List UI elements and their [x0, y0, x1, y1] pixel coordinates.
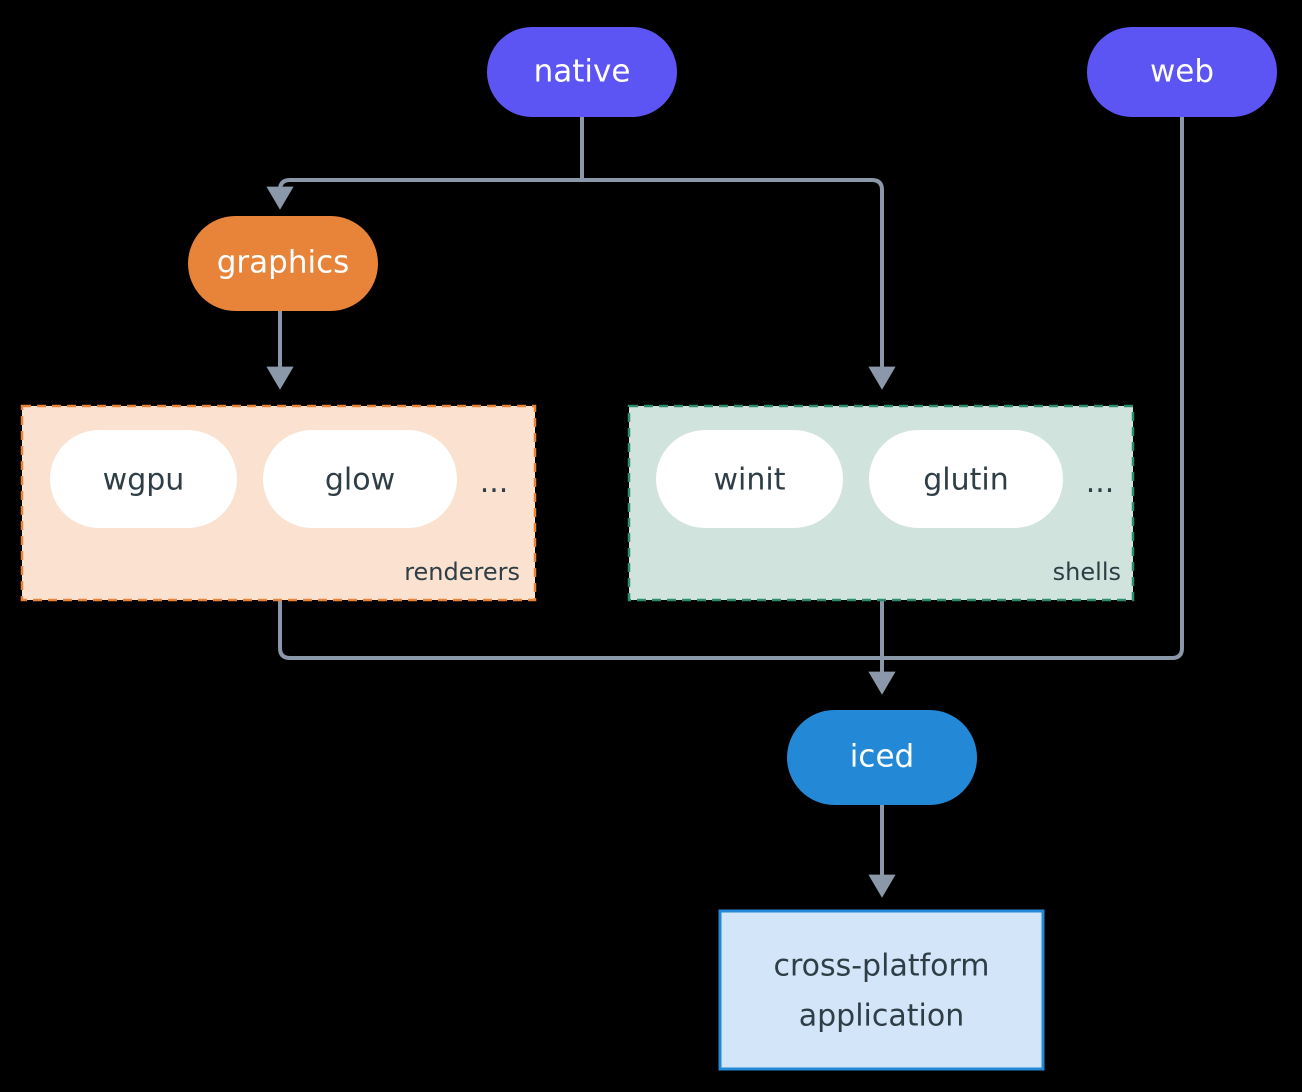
group-renderers: wgpu glow ... renderers: [20, 404, 537, 602]
shells-ellipsis: ...: [1086, 465, 1115, 500]
node-graphics-label: graphics: [217, 245, 350, 281]
renderers-ellipsis: ...: [480, 465, 509, 500]
node-iced[interactable]: iced: [787, 710, 977, 805]
pill-wgpu[interactable]: wgpu: [50, 430, 237, 528]
pill-glow[interactable]: glow: [263, 430, 457, 528]
pill-glutin-label: glutin: [923, 463, 1009, 498]
node-native-label: native: [534, 54, 631, 90]
edge-web-to-iced: [882, 117, 1184, 660]
edge-renderers-to-iced: [278, 600, 882, 660]
node-native[interactable]: native: [487, 27, 677, 117]
node-application[interactable]: cross-platform application: [718, 909, 1045, 1071]
node-graphics[interactable]: graphics: [188, 216, 378, 311]
pill-winit-label: winit: [714, 463, 786, 498]
group-shells-label: shells: [1053, 558, 1121, 586]
node-web-label: web: [1150, 54, 1214, 90]
group-shells: winit glutin ... shells: [627, 404, 1135, 602]
edge-native-to-graphics: [266, 178, 582, 210]
pill-winit[interactable]: winit: [656, 430, 843, 528]
edge-native-to-shells: [582, 178, 896, 390]
node-web[interactable]: web: [1087, 27, 1277, 117]
node-application-label-line1: cross-platform: [773, 949, 989, 984]
edges-layer: [266, 117, 1184, 898]
node-application-label-line2: application: [799, 999, 964, 1034]
pill-glutin[interactable]: glutin: [869, 430, 1063, 528]
group-renderers-label: renderers: [404, 558, 520, 586]
node-iced-label: iced: [850, 739, 914, 775]
pill-glow-label: glow: [325, 463, 395, 498]
pill-wgpu-label: wgpu: [103, 463, 185, 498]
